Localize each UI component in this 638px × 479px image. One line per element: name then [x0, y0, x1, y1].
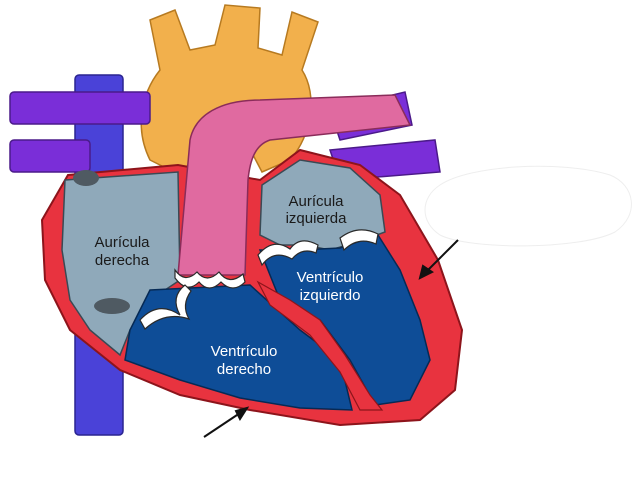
label-left-ventricle-line2: izquierdo [300, 287, 361, 304]
arrow-left-wall-line [425, 239, 459, 273]
label-left-atrium-line2: izquierda [286, 210, 348, 227]
callout-bubble [424, 165, 632, 247]
tricuspid-valve [139, 284, 192, 330]
right-atrium [61, 171, 181, 357]
pulmonary-artery [177, 94, 412, 276]
pulmonary-vein-left-upper [9, 91, 151, 125]
arrow-left-wall-head [418, 264, 434, 280]
mitral-valve [339, 229, 379, 252]
pulmonary-vein-left-lower [9, 139, 91, 173]
arrow-right-wall-line [203, 412, 241, 438]
valves [139, 229, 379, 330]
arrows [203, 239, 459, 438]
arrow-right-wall-head [234, 406, 250, 422]
label-left-atrium-line1: Aurícula [288, 193, 344, 210]
vena-cava-opening [73, 170, 99, 186]
coronary-sinus-opening [94, 298, 130, 314]
label-right-ventricle-line1: Ventrículo [211, 343, 278, 360]
aortic-valve [257, 240, 319, 267]
label-right-atrium-line1: Aurícula [94, 234, 150, 251]
interventricular-septum [256, 280, 384, 411]
label-right-ventricle-line2: derecho [217, 361, 271, 378]
label-left-ventricle-line1: Ventrículo [297, 269, 364, 286]
pulmonary-valve [174, 268, 246, 289]
label-right-atrium-line2: derecha [95, 252, 150, 269]
